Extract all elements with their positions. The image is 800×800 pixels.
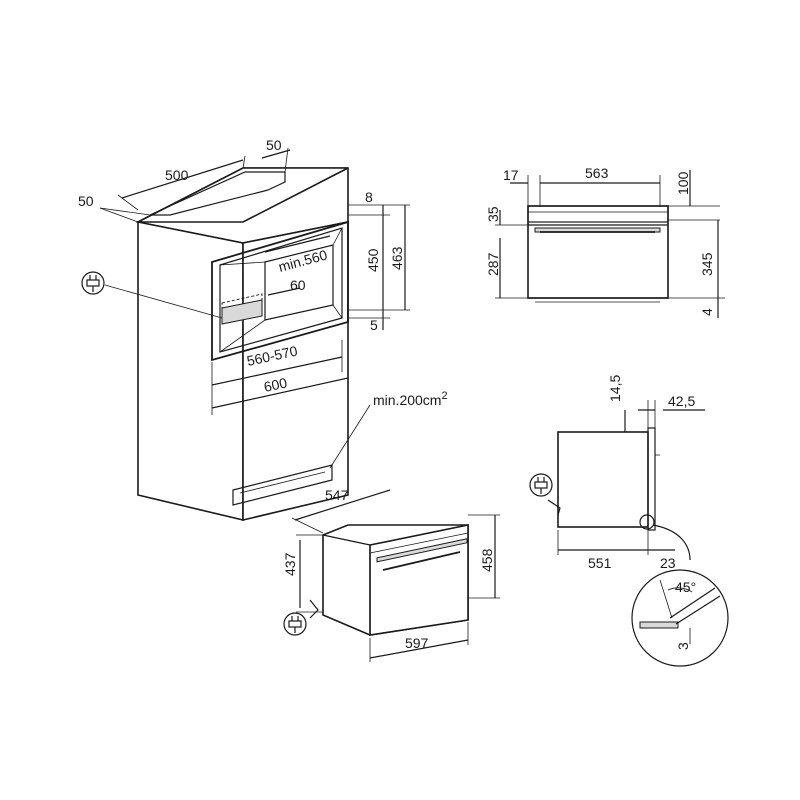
dim-width-top: 500 <box>165 167 189 183</box>
dim-front-width: 563 <box>585 165 609 181</box>
dim-front-bottom: 4 <box>699 308 715 316</box>
dim-oven-depth: 547 <box>325 487 349 503</box>
vent-area-sup: 2 <box>441 390 447 402</box>
dim-oven-front-height: 458 <box>479 548 495 572</box>
oven-front-view <box>527 205 669 303</box>
dim-depth-left: 50 <box>78 193 94 209</box>
dim-side-door: 42,5 <box>668 393 695 409</box>
dim-vent-area: min.200cm2 <box>373 390 448 408</box>
plug-icon <box>283 612 307 636</box>
dim-niche-height: 450 <box>365 248 381 272</box>
dim-oven-height: 437 <box>282 552 298 576</box>
dim-front-top: 100 <box>675 171 691 195</box>
dim-detail-angle: 45° <box>675 579 696 595</box>
front-view-dimensions <box>495 170 725 318</box>
dim-front-left: 17 <box>503 167 519 183</box>
dim-front-panel: 35 <box>485 206 501 222</box>
dim-niche-inner: 60 <box>290 277 306 293</box>
dim-front-body: 287 <box>485 252 501 276</box>
dim-depth-right: 50 <box>266 137 282 153</box>
dim-oven-width: 597 <box>405 635 429 651</box>
dim-side-depth: 551 <box>588 555 612 571</box>
dim-niche-total: 463 <box>389 246 405 270</box>
detail-circle <box>631 569 729 667</box>
plug-icon <box>529 473 553 497</box>
dim-niche-bottom-gap: 5 <box>370 317 378 333</box>
dim-cabinet-width: 600 <box>262 374 288 395</box>
cabinet-dimensions <box>99 147 410 469</box>
dim-front-right: 345 <box>699 252 715 276</box>
oven-perspective <box>309 524 469 636</box>
oven-side-view <box>547 427 691 561</box>
side-view-dimensions <box>557 400 705 555</box>
vent-area-value: min.200cm <box>373 392 441 408</box>
dim-side-top: 14,5 <box>607 375 623 402</box>
dim-side-offset: 23 <box>660 555 676 571</box>
cabinet-drawing <box>135 167 349 522</box>
dim-detail-gap: 3 <box>675 642 691 650</box>
oven-dimensions <box>291 489 500 662</box>
plug-icon <box>81 271 105 295</box>
dim-niche-top-gap: 8 <box>365 189 373 205</box>
